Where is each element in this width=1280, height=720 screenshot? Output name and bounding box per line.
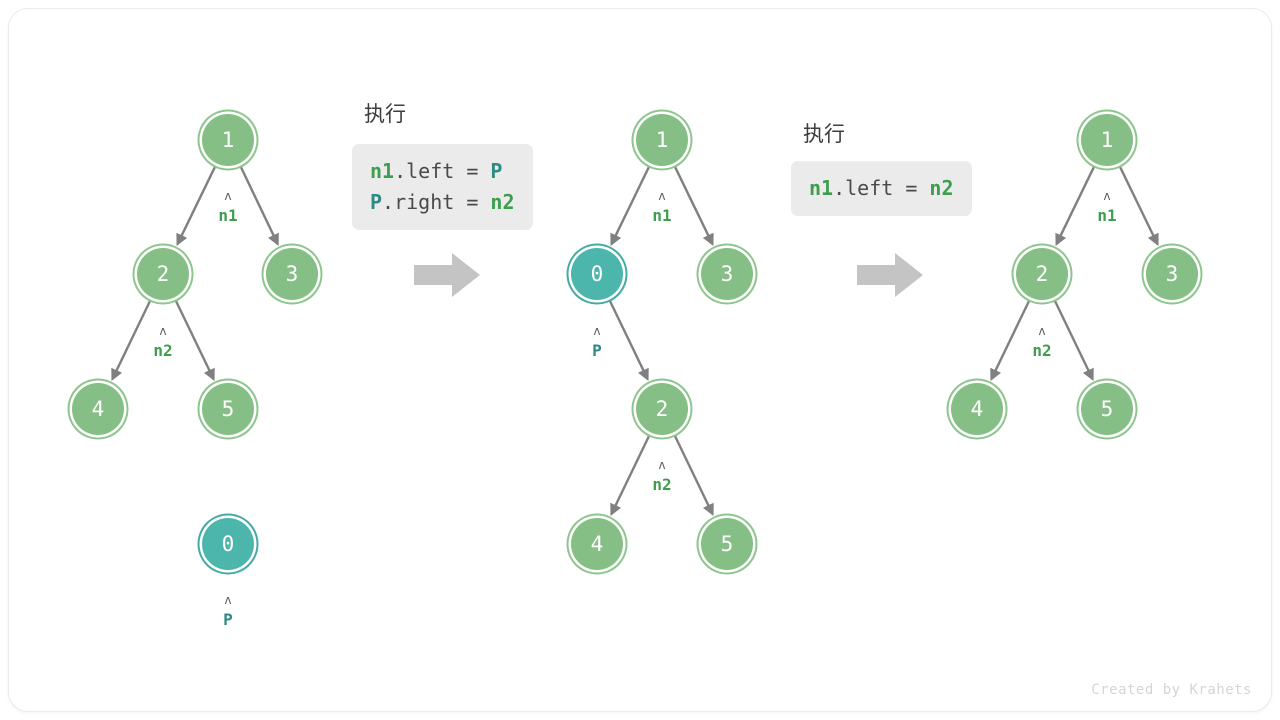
step-1-title: 执行 [364,103,406,126]
node-value: 5 [720,532,734,556]
pointer-label: n1 [1097,206,1117,225]
panel-middle-node-2: 2 [636,383,688,435]
tree-edge [610,164,651,247]
code-token: P [370,190,383,214]
panel-middle-node-5: 5 [701,518,753,570]
node-value: 1 [1100,128,1114,152]
node-value: 0 [221,532,235,556]
tree-edge [1118,164,1159,247]
node-value: 3 [1165,262,1179,286]
panel-after-node-5: 5 [1081,383,1133,435]
code-token: n2 [490,190,515,214]
tree-edge [990,298,1031,381]
caret-icon: ʌ [658,458,666,472]
code-token: .right = [382,190,491,214]
code-token: n1 [809,176,834,200]
panel-after-node-2: 2 [1016,248,1068,300]
panel-middle-node-3: 3 [701,248,753,300]
node-value: 2 [156,262,170,286]
node-value: 3 [720,262,734,286]
caret-icon: ʌ [658,189,666,203]
credit-text: Created by Krahets [1091,682,1252,698]
caret-icon: ʌ [159,324,167,338]
node-value: 2 [655,397,669,421]
panel-before-node-3: 3 [266,248,318,300]
panel-before-node-0-detached: 0 [202,518,254,570]
panel-middle-pointer-n2: ʌ n2 [632,459,692,493]
pointer-label: P [223,610,233,629]
code-token: .left = [833,176,930,200]
panel-after-node-4: 4 [951,383,1003,435]
node-value: 0 [590,262,604,286]
right-arrow-icon [857,253,923,297]
tree-edge [1055,164,1096,247]
code-token: P [490,159,503,183]
pointer-label: n2 [652,475,672,494]
transition-arrow-1 [414,252,480,298]
pointer-label: n2 [153,341,173,360]
caret-icon: ʌ [224,593,232,607]
panel-before-node-5: 5 [202,383,254,435]
pointer-label: n1 [218,206,238,225]
panel-before-pointer-n1: ʌ n1 [198,190,258,224]
panel-after-node-1: 1 [1081,114,1133,166]
node-value: 1 [221,128,235,152]
panel-middle-node-4: 4 [571,518,623,570]
panel-before-node-1: 1 [202,114,254,166]
panel-before-pointer-n2: ʌ n2 [133,325,193,359]
node-value: 4 [590,532,604,556]
pointer-label: n1 [652,206,672,225]
transition-arrow-2 [857,252,923,298]
pointer-label: P [592,341,602,360]
node-value: 4 [970,397,984,421]
code-line: n1.left = n2 [809,173,954,204]
panel-middle-node-1: 1 [636,114,688,166]
code-block-2: n1.left = n2 [791,161,972,216]
panel-middle-node-0: 0 [571,248,623,300]
panel-after-node-3: 3 [1146,248,1198,300]
tree-edge [111,298,152,381]
panel-before-node-4: 4 [72,383,124,435]
tree-edge [238,164,279,246]
tree-edge [610,433,651,516]
panel-after-pointer-n2: ʌ n2 [1012,325,1072,359]
code-token: n1 [370,159,395,183]
node-value: 3 [285,262,299,286]
tree-edge [608,298,649,381]
node-value: 5 [1100,397,1114,421]
node-value: 4 [91,397,105,421]
tree-edge [1053,298,1094,381]
code-token: n2 [929,176,954,200]
panel-after-pointer-n1: ʌ n1 [1077,190,1137,224]
right-arrow-icon [414,253,480,297]
caret-icon: ʌ [1103,189,1111,203]
tree-edge [673,164,714,247]
tree-edge [673,433,714,516]
pointer-label: n2 [1032,341,1052,360]
node-value: 5 [221,397,235,421]
panel-middle-pointer-n1: ʌ n1 [632,190,692,224]
code-line: n1.left = P [370,156,515,187]
code-token: .left = [394,159,491,183]
code-line: P.right = n2 [370,187,515,218]
caret-icon: ʌ [1038,324,1046,338]
node-value: 1 [655,128,669,152]
tree-edge [174,298,215,381]
caret-icon: ʌ [224,189,232,203]
panel-before-node-2: 2 [137,248,189,300]
step-2-title: 执行 [803,123,845,146]
tree-edge [176,164,217,247]
caret-icon: ʌ [593,324,601,338]
node-value: 2 [1035,262,1049,286]
